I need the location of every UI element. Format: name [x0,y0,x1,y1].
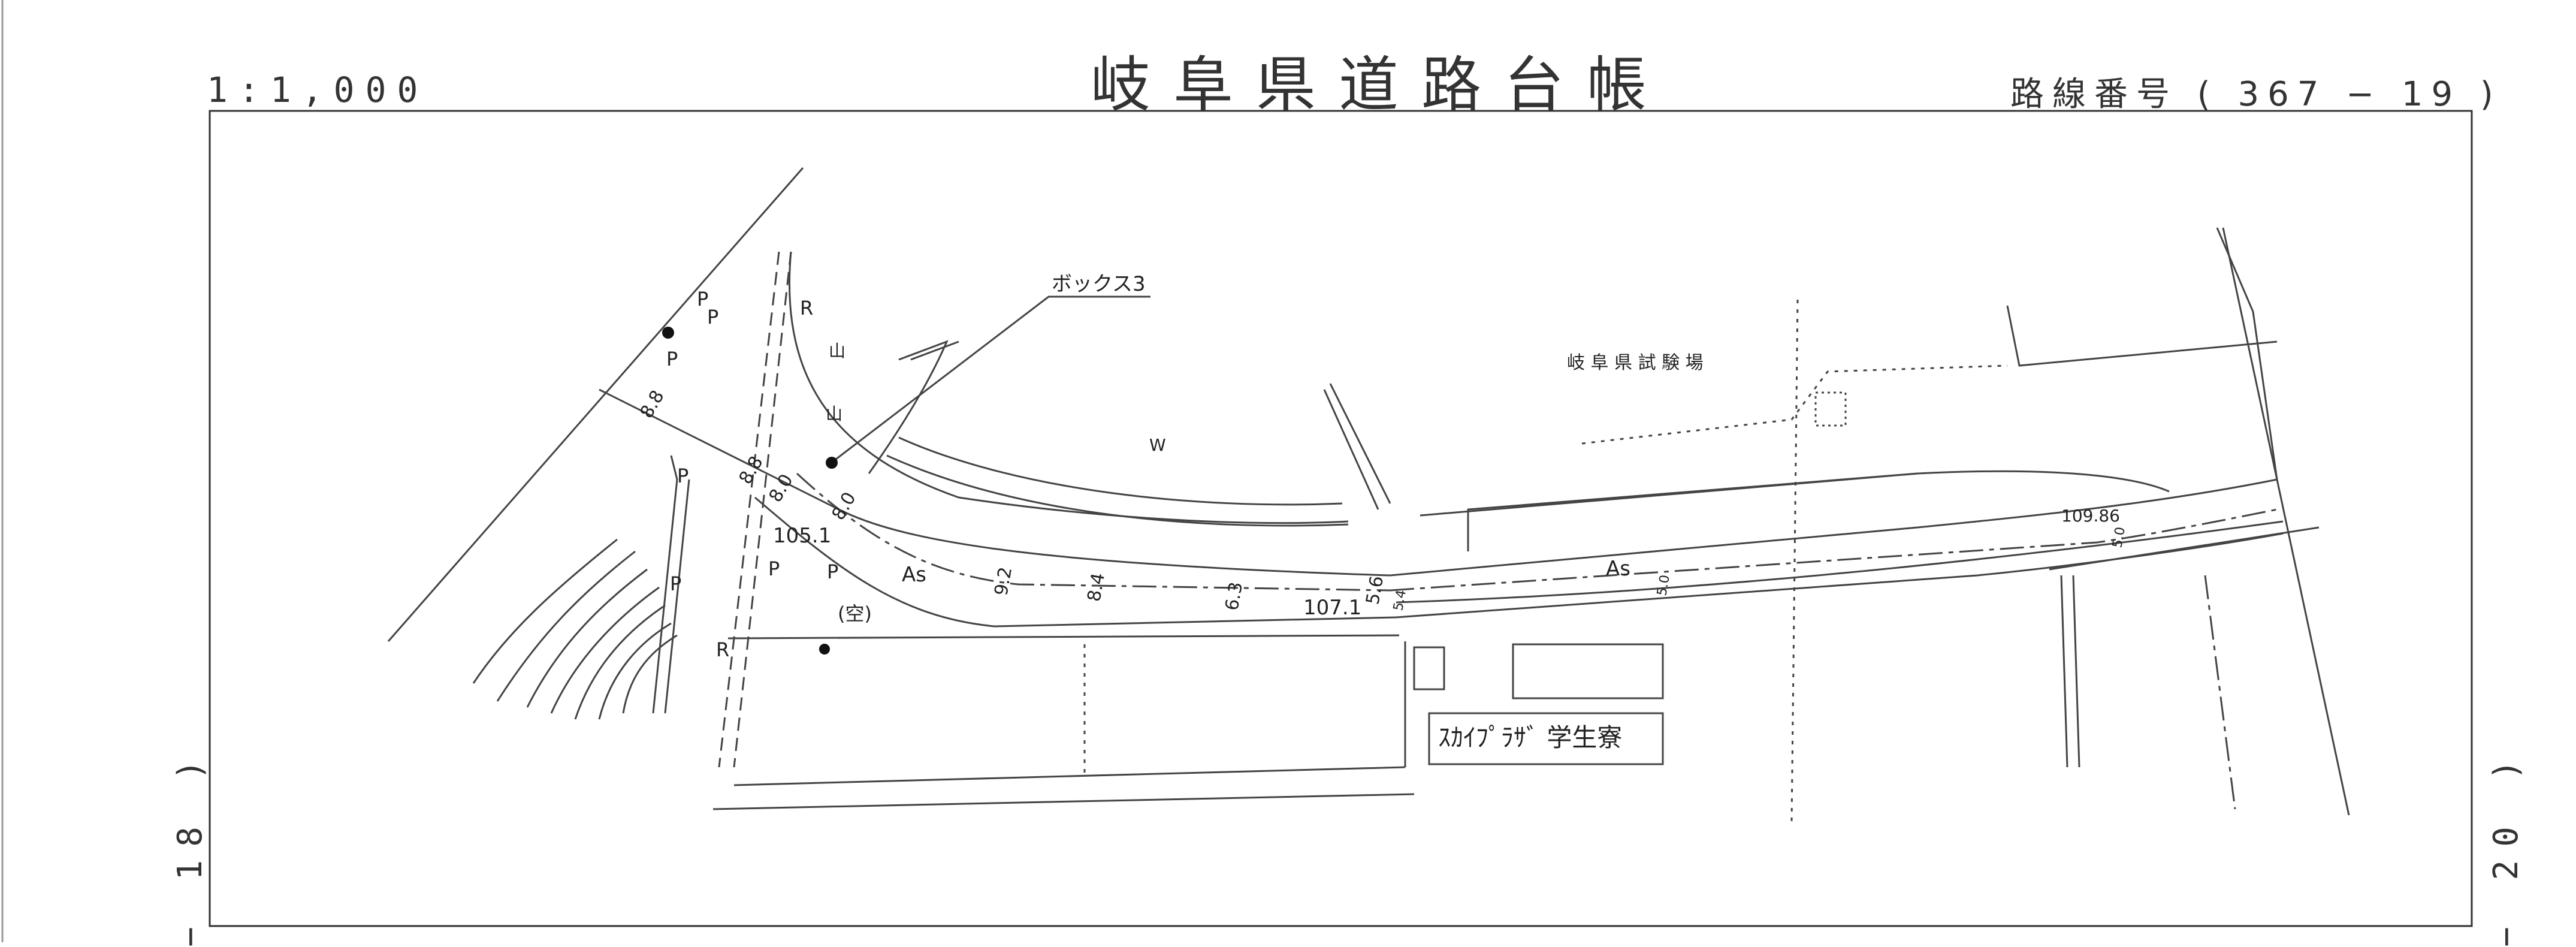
elevation-2: 107.1 [1303,596,1361,620]
map-frame [209,110,2473,927]
marker-p-6: P [768,557,780,580]
width-7: 6.3 [1221,580,1247,612]
width-4: 8.0 [828,488,860,524]
width-5: 9.2 [990,565,1016,597]
label-w: W [1149,435,1166,455]
label-mountain-1: 山 [829,341,845,361]
width-6: 8.4 [1083,571,1109,603]
callout-box-label: ボックス3 [1052,272,1146,296]
marker-p-3: P [666,348,678,370]
marker-r-2: R [716,638,729,661]
building-name: ｽｶｲﾌﾟﾗｻﾞ 学生寮 [1438,723,1622,752]
surface-as-1: As [902,563,926,587]
survey-points [662,327,838,655]
label-mountain-2: 山 [826,404,842,424]
marker-p-5: P [670,572,681,595]
width-8: 5.6 [1362,574,1388,606]
elevation-1: 105.1 [773,524,831,548]
marker-r-1: R [800,297,813,319]
sheet-title: 岐阜県道路台帳 [1091,50,1669,120]
linework [387,167,2350,822]
width-9: 5.4 [1391,589,1409,612]
width-1: 8.8 [636,387,669,422]
width-10: 5.0 [1654,574,1673,597]
elevation-3: 109.86 [2061,506,2120,526]
marker-p-1: P [697,288,708,310]
facility-label: 岐 阜 県 試 験 場 [1567,352,1704,373]
route-number: 路線番号 ( 367 − 19 ) [2010,75,2502,114]
marker-p-4: P [677,465,688,487]
label-vacant: (空) [838,602,872,625]
surface-as-2: As [1606,557,1630,581]
map-scale: 1:1,000 [207,70,429,110]
marker-p-2: P [707,306,718,328]
marker-p-7: P [827,560,838,583]
width-2: 8.8 [735,453,768,488]
width-11: 5.0 [2110,526,2128,549]
